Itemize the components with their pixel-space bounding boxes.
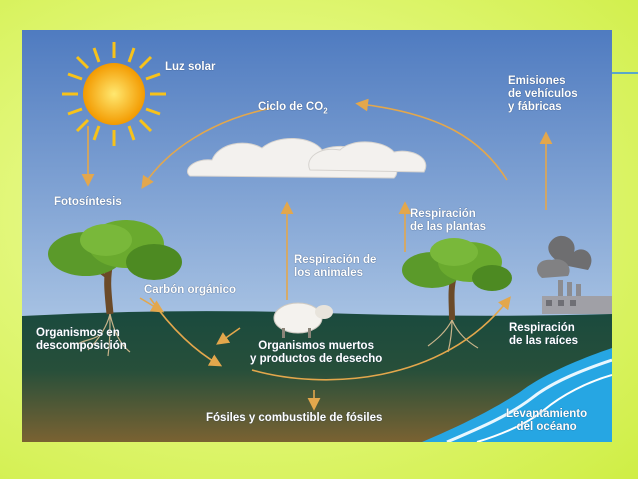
tree-left-icon (48, 220, 182, 357)
tree-right-icon (402, 238, 512, 353)
cycle-arrow-top-right (355, 98, 508, 181)
arrow-decomposition (139, 297, 165, 313)
label-organic-carbon: Carbón orgánico (144, 284, 237, 296)
ocean-wave (476, 374, 612, 442)
label-cycle-subscript: 2 (323, 106, 328, 116)
label-ocean: Levantamiento del océano (506, 408, 588, 433)
factory-icon (537, 235, 612, 314)
diagram-artwork (22, 30, 612, 442)
arrow-to-dead (216, 327, 241, 345)
label-emissions: Emisiones de vehículos y fábricas (508, 75, 578, 113)
label-cycle-text: Ciclo de CO (258, 101, 324, 113)
sheep-icon (273, 302, 333, 338)
label-animal-respiration: Respiración de los animales (294, 254, 377, 279)
ground (22, 311, 612, 442)
label-fossils: Fósiles y combustible de fósiles (206, 412, 383, 424)
label-plant-respiration: Respiración de las plantas (410, 208, 487, 233)
label-root-respiration: Respiración de las raíces (509, 322, 579, 347)
label-photosynthesis: Fotosíntesis (54, 196, 122, 208)
slide-accent-line (612, 72, 638, 74)
cycle-arrow-top-left (141, 107, 273, 190)
carbon-cycle-diagram: Luz solar Ciclo de CO2 Emisiones de vehí… (22, 30, 612, 442)
label-cycle: Ciclo de CO2 (258, 101, 328, 117)
ocean-wave (446, 358, 612, 442)
sun-icon (62, 42, 166, 146)
cycle-arrow-bottom (251, 296, 511, 381)
label-decomposition: Organismos en descomposición (36, 327, 127, 352)
label-sun: Luz solar (165, 61, 216, 73)
ocean (422, 348, 612, 442)
cloud-icon (187, 137, 427, 179)
label-dead-organisms: Organismos muertos y productos de desech… (250, 340, 383, 365)
